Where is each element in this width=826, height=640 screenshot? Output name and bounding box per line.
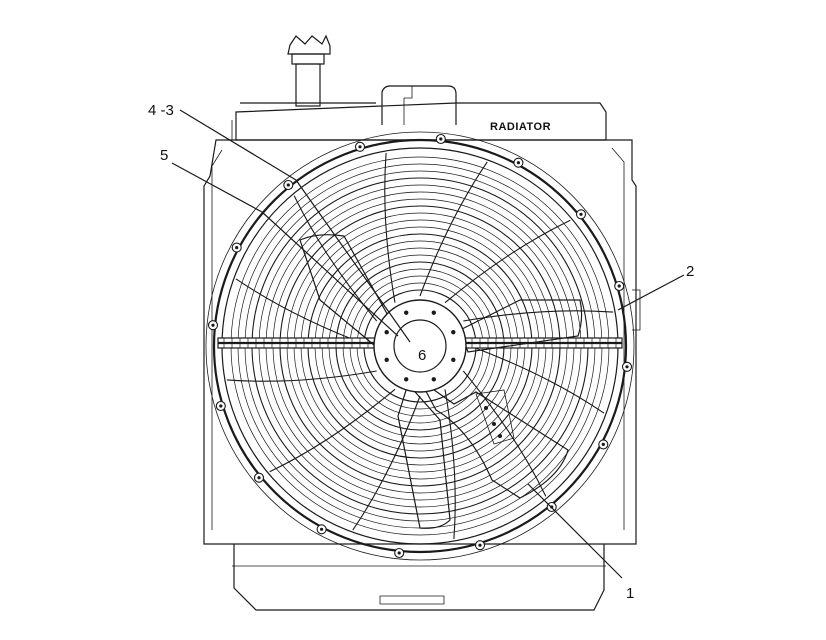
radiator-housing: [203, 34, 641, 611]
fan-hub: [373, 299, 467, 393]
callout-1: 1: [626, 585, 634, 602]
callout-4-3: 4 -3: [148, 102, 174, 119]
fan-blades: [299, 234, 583, 529]
callout-5: 5: [160, 147, 168, 164]
callout-leader-lines: [171, 109, 685, 579]
radiator-label: RADIATOR: [490, 121, 551, 133]
callout-6: 6: [418, 347, 426, 364]
callout-2: 2: [686, 263, 694, 280]
